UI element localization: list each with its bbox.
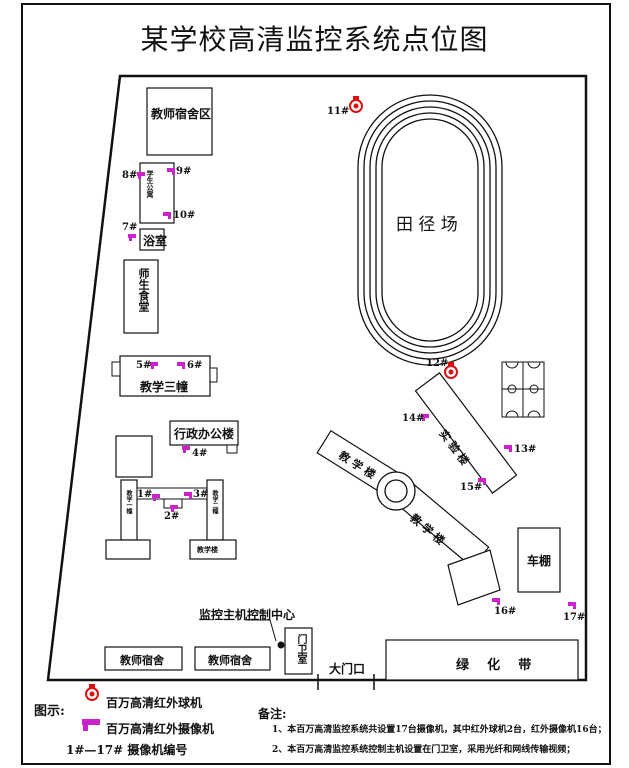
teacher-dorm-area-box [146,87,213,156]
dome-camera-icon-11 [349,96,363,113]
control-center-dot [277,641,285,649]
legend-dome-icon [85,684,99,701]
teaching-1-base [105,539,151,560]
track-field [357,94,503,366]
square-building [115,435,153,478]
label-admin-office: 行政办公楼 [174,427,235,441]
camera-label-14: 14# [402,413,425,424]
bullet-camera-icon-3 [184,492,192,499]
camera-label-15: 15# [460,482,483,493]
legend-bullet-text: 百万高清红外摄像机 [106,722,215,736]
teacher-dorm-2-box [194,646,271,671]
bullet-camera-icon-5 [150,362,158,369]
bullet-camera-icon-8 [137,172,145,179]
bullet-camera-icon-4 [182,446,190,453]
bullet-camera-icon-15 [478,478,486,485]
label-teaching-2: 教学二幢 [211,490,218,514]
camera-label-8: 8# [122,170,138,181]
label-control-center: 监控主机控制中心 [199,608,296,622]
legend-bullet-icon [82,719,100,731]
legend-dome-text: 百万高清红外球机 [106,696,203,710]
canteen-box [123,259,159,334]
camera-label-1: 1# [137,489,153,500]
label-garage: 车棚 [527,554,552,568]
camera-label-10: 10# [173,210,196,221]
label-teacher-dorm-area: 教师宿舍区 [151,107,212,121]
label-canteen: 师生食堂 [137,268,150,312]
label-teacher-dorm-1: 教师宿舍 [120,654,164,667]
teaching-3-stub-left [111,361,121,377]
bullet-camera-icon-17 [568,602,576,609]
bullet-camera-icon-10 [163,212,171,219]
camera-label-13: 13# [514,444,537,455]
camera-label-16: 16# [494,606,517,617]
note-2: 2、本百万高清监控系统控制主机设置在门卫室，采用光纤和网线传输视频； [272,745,576,755]
label-south-building: 教学楼 [197,545,218,554]
notes-label: 备注: [258,707,287,721]
page-title: 某学校高清监控系统点位图 [140,23,489,56]
teaching-3-stub-right [209,367,218,383]
campus-boundary [46,74,588,682]
label-bathroom: 浴室 [143,234,168,248]
basketball-courts [501,361,545,418]
label-green-belt: 绿 化 带 [456,658,532,673]
camera-label-12: 12# [426,358,449,369]
teacher-dorm-1-box [104,646,183,671]
bullet-camera-icon-6 [177,362,185,369]
lab-building-box [414,372,518,494]
camera-label-6: 6# [187,360,203,371]
admin-office-box [169,420,239,446]
label-teaching-3: 教学三幢 [140,380,189,394]
admin-office-stub [226,444,238,454]
label-track-field: 田 径 场 [396,215,458,235]
dome-camera-icon-12 [444,362,458,379]
bathroom-box [139,228,165,251]
bullet-camera-icon-13 [504,445,512,452]
camera-label-11: 11# [327,106,350,117]
camera-label-3: 3# [193,489,209,500]
green-belt-box [385,639,579,681]
label-main-gate: 大门口 [329,662,366,676]
bullet-camera-icon-9 [167,168,175,175]
label-guard-room: 门卫室 [295,634,306,664]
bullet-camera-icon-7 [128,234,136,241]
note-1: 1、本百万高清监控系统共设置17台摄像机，其中红外球机2台，红外摄像机16台； [272,725,607,735]
bullet-camera-icon-2 [170,505,178,512]
guard-room-box [284,627,313,675]
camera-label-2: 2# [164,511,180,522]
garage-box [517,527,561,593]
teaching-3-box [119,355,211,397]
camera-label-9: 9# [176,166,192,177]
legend-numbering-text: 1#—17# 摄像机编号 [66,743,188,757]
label-student-apartment: 学生公寓 [146,170,155,198]
label-teacher-dorm-2: 教师宿舍 [208,654,252,667]
control-center-link [246,619,277,642]
label-teaching-1: 教学一幢 [125,490,132,514]
bullet-camera-icon-16 [492,598,500,605]
southeast-block [447,549,501,606]
camera-label-7: 7# [122,222,138,233]
round-hub-inner [384,479,408,503]
legend-label: 图示: [34,704,65,719]
camera-label-4: 4# [192,448,208,459]
camera-label-17: 17# [563,612,586,623]
bullet-camera-icon-1 [152,494,160,501]
bullet-camera-icon-14 [421,414,429,421]
outer-border [21,3,611,765]
south-building-box [189,539,237,560]
camera-label-5: 5# [136,360,152,371]
